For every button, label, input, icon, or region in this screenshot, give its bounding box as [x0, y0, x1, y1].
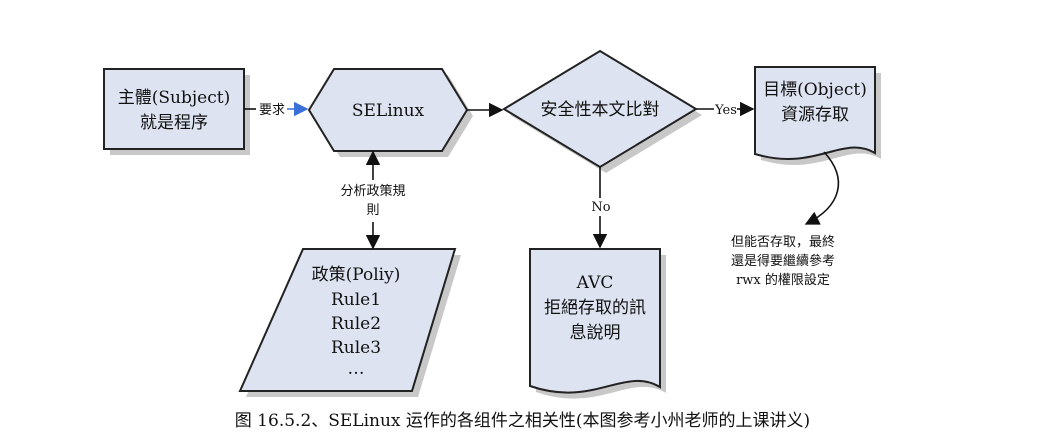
avc-line-3: 息說明 [570, 323, 621, 343]
edge-yes: Yes [696, 101, 755, 118]
annotation-line-3: rwx 的權限設定 [736, 272, 830, 288]
compare-label: 安全性本文比對 [541, 100, 660, 120]
edge-no: No [591, 167, 611, 249]
policy-line-3: Rule2 [331, 314, 381, 334]
object-node: 目標(Object) 資源存取 [754, 66, 881, 165]
annotation-line-1: 但能否存取，最終 [731, 234, 835, 250]
selinux-node: SELinux [307, 68, 473, 157]
policy-line-5: … [348, 359, 365, 379]
policy-line-4: Rule3 [331, 338, 381, 358]
yes-label: Yes [714, 103, 737, 118]
analyze-line-2: 則 [366, 203, 379, 218]
annotation-note: 但能否存取，最終 還是得要繼續參考 rwx 的權限設定 [731, 234, 835, 288]
object-line-2: 資源存取 [781, 105, 849, 125]
analyze-line-1: 分析政策規 [340, 183, 405, 199]
subject-line-2: 就是程序 [140, 113, 208, 133]
edge-annotation [804, 151, 840, 225]
object-line-1: 目標(Object) [763, 80, 867, 100]
policy-line-2: Rule1 [331, 290, 381, 310]
policy-line-1: 政策(Poliy) [312, 265, 401, 285]
subject-line-1: 主體(Subject) [118, 88, 230, 108]
figure-caption: 图 16.5.2、SELinux 运作的各组件之相关性(本图参考小州老师的上课讲… [234, 411, 811, 431]
policy-node: 政策(Poliy) Rule1 Rule2 Rule3 … [238, 248, 461, 397]
edge-request: 要求 [244, 101, 309, 118]
request-label: 要求 [259, 103, 285, 118]
annotation-line-2: 還是得要繼續參考 [731, 253, 835, 269]
avc-line-2: 拒絕存取的訊 [544, 298, 646, 318]
no-label: No [591, 200, 610, 215]
selinux-label: SELinux [352, 101, 425, 121]
avc-line-1: AVC [576, 273, 614, 293]
edge-analyze: 分析政策規 則 [340, 150, 406, 250]
avc-node: AVC 拒絕存取的訊 息說明 [529, 248, 666, 399]
compare-node: 安全性本文比對 [502, 49, 702, 173]
subject-node: 主體(Subject) 就是程序 [103, 68, 250, 155]
